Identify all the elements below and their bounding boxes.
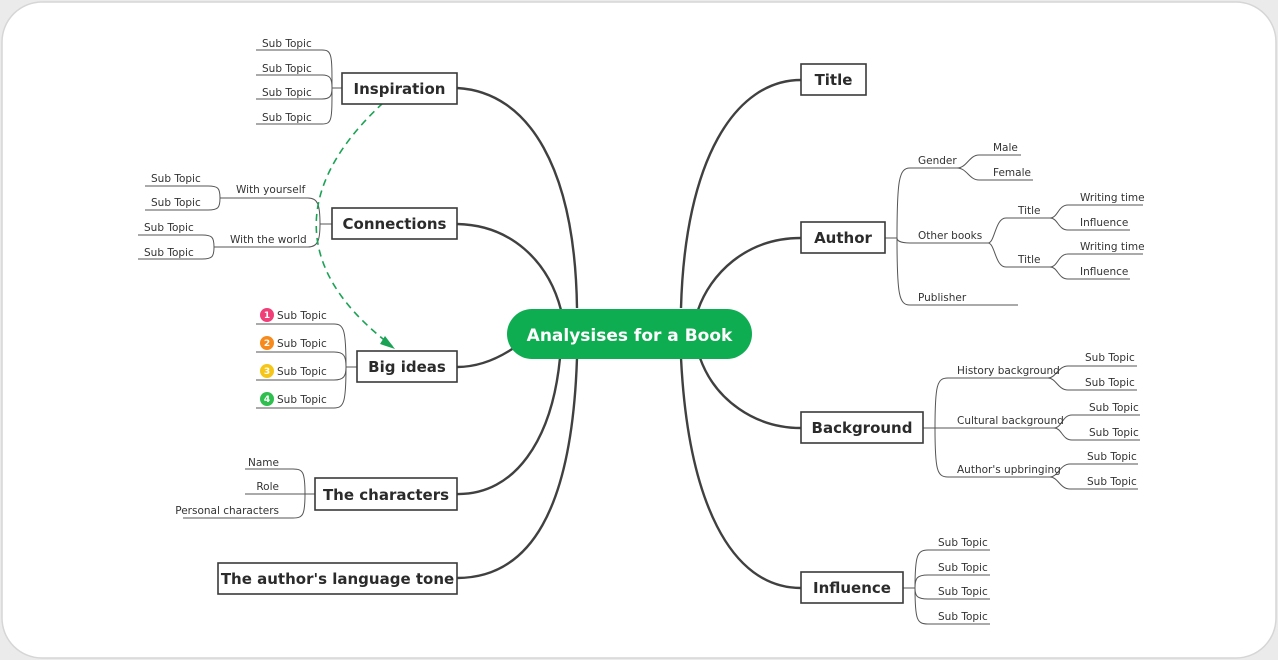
author-subtopics: Gender Other books Publisher Male Female…	[885, 142, 1145, 306]
cultural-background-label: Cultural background	[957, 415, 1064, 427]
topic-label: Influence	[813, 579, 891, 597]
authors-upbringing-label: Author's upbringing	[957, 464, 1061, 476]
sub-topic-label: Sub Topic	[938, 562, 988, 574]
topic-label: Background	[812, 419, 913, 437]
central-topic-label: Analysises for a Book	[527, 326, 733, 346]
branch-author	[696, 236, 802, 311]
number-badge-icon	[260, 364, 274, 378]
sub-topic-label: Sub Topic	[151, 173, 201, 185]
branch-tone	[456, 357, 579, 580]
with-the-world-label: With the world	[230, 234, 307, 246]
branch-title	[679, 78, 802, 309]
name-label: Name	[248, 457, 279, 469]
number-badge-label: 1	[264, 311, 270, 321]
topic-background[interactable]: Background	[800, 411, 924, 444]
role-label: Role	[256, 481, 279, 493]
sub-topic-label: Sub Topic	[1089, 402, 1139, 414]
numbered-sub-topic: 3 Sub Topic	[260, 364, 327, 378]
sub-topic-label: Sub Topic	[1087, 451, 1137, 463]
characters-subtopics: Name Role Personal characters	[175, 457, 315, 519]
sub-topic-label: Sub Topic	[1085, 377, 1135, 389]
topic-label: Title	[815, 71, 853, 89]
sub-topic-label: Sub Topic	[277, 310, 327, 322]
branch-background	[698, 357, 802, 430]
numbered-sub-topic: 4 Sub Topic	[260, 392, 327, 406]
number-badge-icon	[260, 308, 274, 322]
sub-topic-label: Sub Topic	[277, 394, 327, 406]
topic-influence[interactable]: Influence	[800, 571, 904, 604]
topic-inspiration[interactable]: Inspiration	[341, 72, 458, 105]
gender-label: Gender	[918, 155, 957, 167]
male-label: Male	[993, 142, 1018, 154]
book-title-label: Title	[1017, 205, 1041, 217]
numbered-sub-topic: 1 Sub Topic	[260, 308, 327, 322]
sub-topic-label: Sub Topic	[938, 611, 988, 623]
branch-characters	[456, 357, 562, 496]
central-topic-shape	[507, 309, 752, 359]
history-background-label: History background	[957, 365, 1060, 377]
sub-topic-label: Sub Topic	[262, 38, 312, 50]
topic-label: Connections	[343, 215, 447, 233]
sub-topic-label: Sub Topic	[144, 247, 194, 259]
topic-big-ideas[interactable]: Big ideas	[356, 350, 458, 383]
sub-topic-label: Sub Topic	[938, 586, 988, 598]
central-topic[interactable]: Analysises for a Book	[507, 309, 752, 359]
branch-connections	[456, 222, 563, 311]
sub-topic-label: Sub Topic	[1085, 352, 1135, 364]
numbered-sub-topic: 2 Sub Topic	[260, 336, 327, 350]
influence-label: Influence	[1080, 217, 1128, 229]
writing-time-label: Writing time	[1080, 192, 1145, 204]
topic-label: The author's language tone	[221, 570, 454, 588]
sub-topic-label: Sub Topic	[144, 222, 194, 234]
topic-label: Inspiration	[354, 80, 446, 98]
number-badge-label: 4	[264, 395, 270, 405]
topic-language-tone[interactable]: The author's language tone	[217, 562, 458, 595]
writing-time-label: Writing time	[1080, 241, 1145, 253]
topic-author[interactable]: Author	[800, 221, 886, 254]
number-badge-icon	[260, 336, 274, 350]
number-badge-label: 2	[264, 339, 270, 349]
other-books-label: Other books	[918, 230, 982, 242]
topic-connections[interactable]: Connections	[331, 207, 458, 240]
topic-label: The characters	[323, 486, 449, 504]
sub-topic-label: Sub Topic	[262, 63, 312, 75]
sub-topic-label: Sub Topic	[151, 197, 201, 209]
influence-subtopics: Sub Topic Sub Topic Sub Topic Sub Topic	[903, 537, 990, 625]
sub-topic-label: Sub Topic	[1087, 476, 1137, 488]
personal-characters-label: Personal characters	[175, 505, 279, 517]
topic-title[interactable]: Title	[800, 63, 867, 96]
topic-characters[interactable]: The characters	[314, 477, 458, 511]
influence-label: Influence	[1080, 266, 1128, 278]
background-subtopics: History background Cultural background A…	[923, 352, 1140, 490]
branch-influence	[679, 357, 802, 590]
arrowhead-icon	[380, 336, 395, 349]
publisher-label: Publisher	[918, 292, 967, 304]
topic-label: Author	[814, 229, 872, 247]
number-badge-icon	[260, 392, 274, 406]
big-ideas-subtopics: 1 Sub Topic 2 Sub Topic 3 Sub Topic 4 Su…	[256, 308, 357, 409]
number-badge-label: 3	[264, 367, 270, 377]
relationship-connector[interactable]	[315, 102, 393, 347]
book-title-label: Title	[1017, 254, 1041, 266]
inspiration-subtopics: Sub Topic Sub Topic Sub Topic Sub Topic	[256, 38, 342, 125]
sub-topic-label: Sub Topic	[938, 537, 988, 549]
sub-topic-label: Sub Topic	[277, 366, 327, 378]
female-label: Female	[993, 167, 1031, 179]
sub-topic-label: Sub Topic	[1089, 427, 1139, 439]
sub-topic-label: Sub Topic	[277, 338, 327, 350]
with-yourself-label: With yourself	[236, 184, 306, 196]
topic-label: Big ideas	[368, 358, 446, 376]
branch-inspiration	[456, 86, 579, 309]
sub-topic-label: Sub Topic	[262, 87, 312, 99]
sub-topic-label: Sub Topic	[262, 112, 312, 124]
